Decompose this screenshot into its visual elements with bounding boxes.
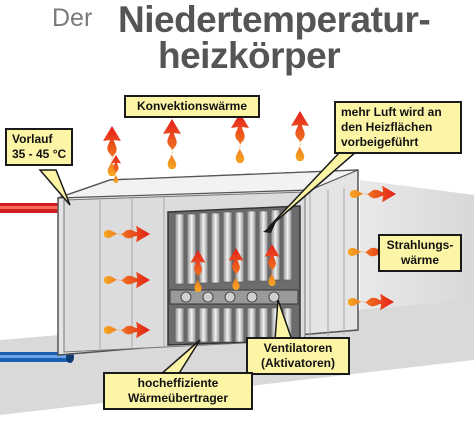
convection-text: Konvektionswärme (136, 99, 248, 113)
radiation-line-2: wärme (400, 253, 440, 267)
convection-label: Konvektionswärme (124, 95, 260, 118)
heat-exchanger-label: hocheffiziente Wärmeübertrager (103, 372, 253, 410)
more-air-line-2: den Heizflächen (341, 120, 433, 134)
more-air-label: mehr Luft wird an den Heizflächen vorbei… (334, 101, 462, 154)
flow-temperature-label: Vorlauf 35 - 45 °C (5, 128, 73, 166)
title-line-2: heizkörper (158, 35, 341, 76)
exchanger-line-1: hocheffiziente (137, 376, 219, 390)
title-prefix: Der (52, 4, 93, 32)
callout-arrowheads (263, 222, 276, 233)
fans-label: Ventilatoren (Aktivatoren) (246, 337, 350, 375)
fans-line-2: (Aktivatoren) (260, 356, 335, 370)
fans-line-1: Ventilatoren (263, 341, 333, 355)
flow-line-1: Vorlauf (12, 132, 53, 146)
convection-arrows (103, 111, 309, 183)
flow-line-2: 35 - 45 °C (12, 147, 67, 161)
title-line-1: Niedertemperatur- (118, 0, 431, 40)
radiator (57, 169, 359, 356)
radiation-line-1: Strahlungs- (386, 238, 454, 252)
more-air-line-1: mehr Luft wird an (341, 105, 442, 119)
more-air-line-3: vorbeigeführt (341, 135, 419, 149)
exchanger-line-2: Wärmeübertrager (127, 391, 229, 405)
radiation-label: Strahlungs- wärme (378, 234, 462, 272)
